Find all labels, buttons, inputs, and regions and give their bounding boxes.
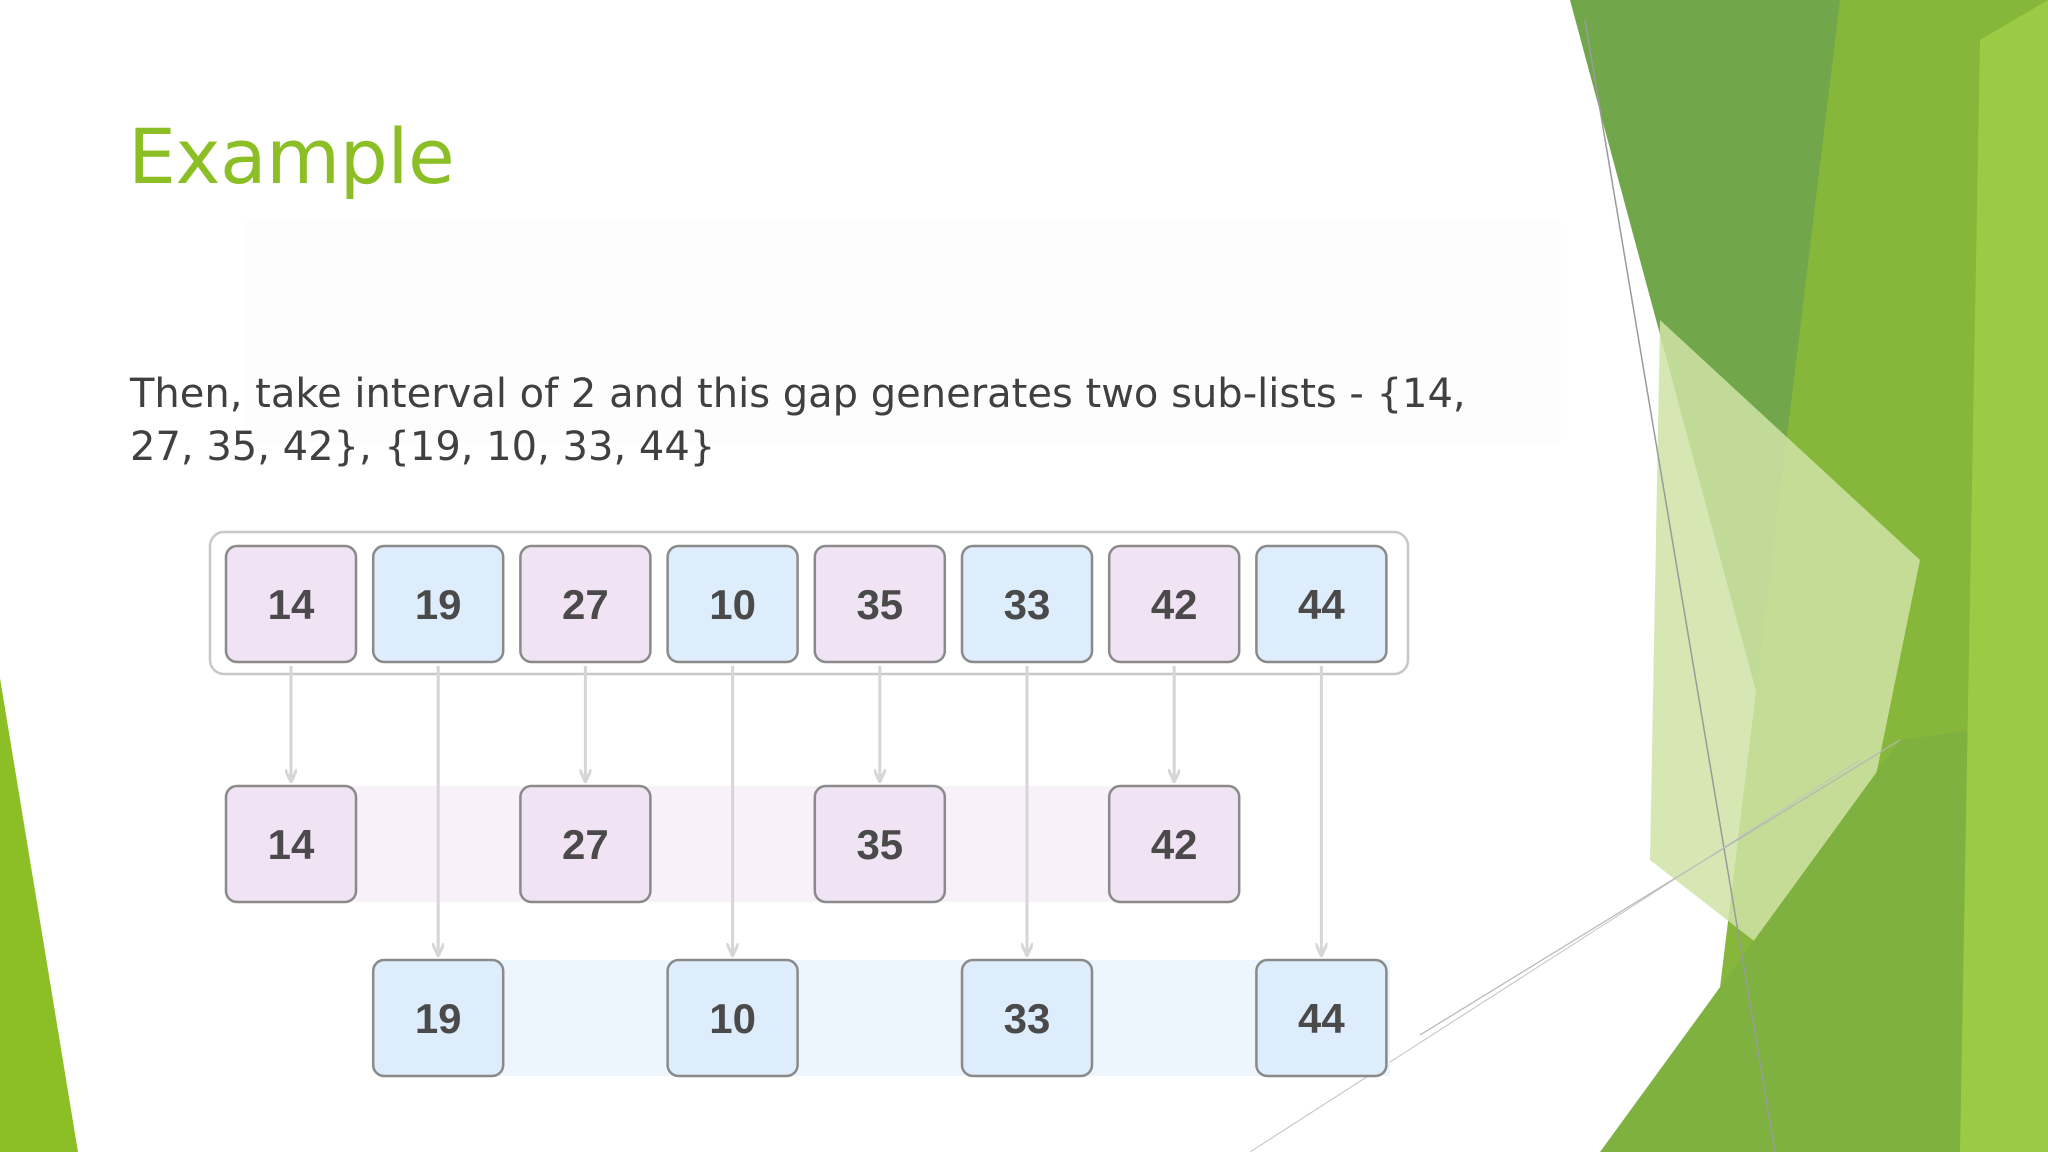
sublist-a-cell-0-box [224,784,358,904]
original-cell-7-box [1255,544,1388,664]
sublist-b-cell-2-box [960,958,1094,1078]
edge-green-facet [1960,0,2048,1152]
sublist-a-cell-3-label: 42 [1151,821,1198,868]
sublist-b-cell-1-label: 10 [709,995,756,1042]
thin-line-2 [1419,739,1901,1036]
original-cell-6-label: 42 [1151,581,1198,628]
thin-line-1 [1584,19,1776,1152]
original-cell-7-label: 44 [1298,581,1345,628]
original-cell-2-label: 27 [562,581,609,628]
sublist-a-cell-1-box [519,784,652,904]
sublist-b-cell-2-label: 33 [1004,995,1051,1042]
lower-green-facet [1600,720,2048,1152]
slide-body-text: Then, take interval of 2 and this gap ge… [130,371,1466,470]
sublist-a-cell-0-label: 14 [268,821,315,868]
slide-title: Example [128,112,455,201]
sublist-b-cell-3-box [1255,958,1388,1078]
original-cell-4-box [813,544,947,664]
sublist-a-cell-2-box [813,784,947,904]
sublist-a-cell-3-box [1107,784,1241,904]
original-cell-4-label: 35 [856,581,903,628]
sublist-a-band [300,786,1230,902]
original-cell-6-box [1107,544,1241,664]
original-cell-1-box [371,544,505,664]
original-cell-1-label: 19 [415,581,462,628]
sublist-b-cell-3-label: 44 [1298,995,1345,1042]
original-cell-0-label: 14 [268,581,315,628]
original-cell-0-box [224,544,358,664]
original-cell-3-box [666,544,799,664]
original-cell-3-label: 10 [709,581,756,628]
original-cell-5-label: 33 [1004,581,1051,628]
sublist-b-cell-0-label: 19 [415,995,462,1042]
sublist-b-cell-0-box [371,958,505,1078]
sublist-a-cell-2-label: 35 [856,821,903,868]
sublist-b-cell-1-box [666,958,799,1078]
thin-line-3 [1249,759,1861,1152]
left-green-triangle [0,678,78,1152]
sublist-b-band [450,960,1390,1076]
image-background-panel [243,222,1561,442]
original-cell-5-box [960,544,1094,664]
sublist-a-cell-1-label: 27 [562,821,609,868]
original-cell-2-box [519,544,652,664]
